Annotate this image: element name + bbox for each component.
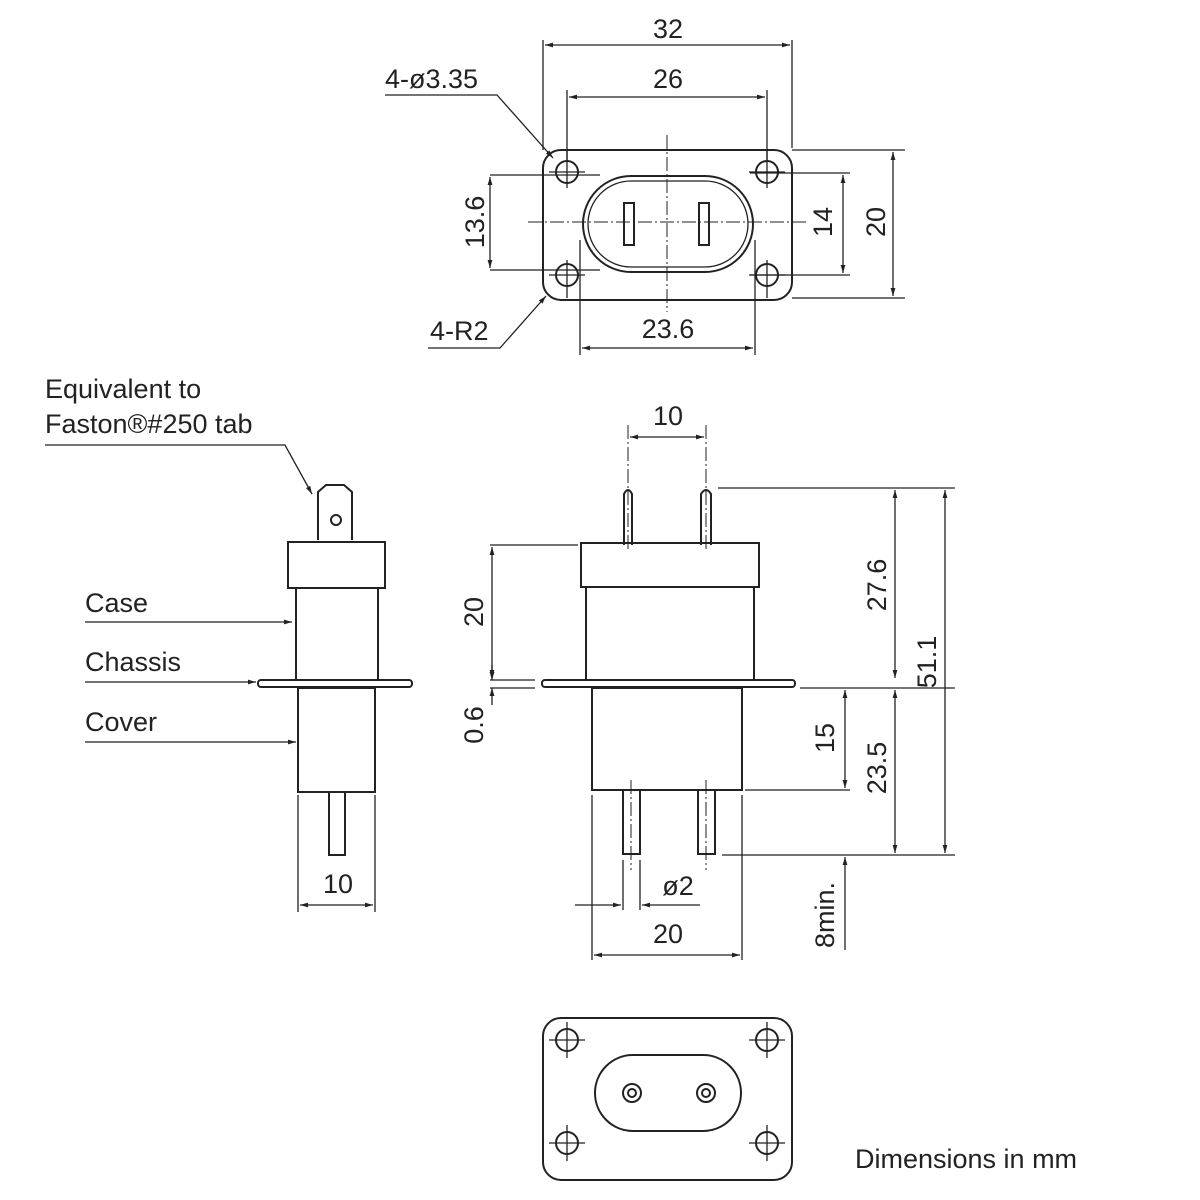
front-case-body [585,586,755,681]
dim-32: 32 [653,14,683,44]
dim-pin-pitch: 10 [653,401,683,431]
center-lines [528,135,808,312]
dim-side-10: 10 [323,869,353,899]
bottom-pin-ring-left [622,1083,642,1103]
bottom-pin [328,791,346,856]
pin-slot-right [698,202,710,246]
dim-23-5: 23.5 [862,742,892,795]
faston-tab [317,484,353,540]
dim-13-6: 13.6 [460,196,490,249]
dim-15: 15 [810,723,840,753]
label-cover: Cover [85,707,157,737]
dim-cover-width: 20 [653,919,683,949]
bottom-pin-ring-right [696,1083,716,1103]
units-note: Dimensions in mm [855,1144,1077,1174]
label-chassis: Chassis [85,647,181,677]
case-cap [287,541,386,589]
dim-23-6: 23.6 [642,314,695,344]
side-view: Equivalent to Faston®#250 tab Case Chass… [45,374,413,912]
socket-oval-outer [582,175,754,273]
dim-26: 26 [653,64,683,94]
dim-51-1: 51.1 [912,636,942,689]
front-view: 10 20 0.6 27.6 51.1 15 23.5 8min. ø2 20 [459,401,955,960]
bottom-pin-right [697,789,716,855]
bottom-view [542,1017,793,1181]
bottom-plate-outline [542,1017,793,1181]
label-case: Case [85,588,148,618]
cover-body [297,687,376,793]
dim-8-min: 8min. [810,882,840,948]
dim-chassis-thickness: 0.6 [459,706,489,744]
hole-callout: 4-ø3.35 [385,64,478,94]
front-case-cap [580,542,760,588]
bottom-mounting-hole-icon [549,1022,785,1161]
top-view: 32 26 13.6 14 20 23.6 4-ø3.35 4-R2 [385,14,905,355]
top-pins [623,489,712,545]
bottom-oval [594,1054,742,1132]
socket-oval-inner [587,180,749,268]
pin-slot-left [623,202,635,246]
dim-27-6: 27.6 [862,559,892,612]
chassis-plate [257,679,413,688]
tab-note-line2: Faston®#250 tab [45,409,253,439]
tab-note-line1: Equivalent to [45,374,201,404]
radius-callout: 4-R2 [430,316,489,346]
case-body [295,587,379,681]
dim-pin-diameter: ø2 [662,871,694,901]
front-chassis-plate [541,679,796,688]
tab-hole [330,514,342,526]
dim-20-height: 20 [861,207,891,237]
front-cover-body [591,687,743,791]
dim-14: 14 [808,207,838,237]
dim-case-height: 20 [459,597,489,627]
bottom-pin-left [622,789,641,855]
